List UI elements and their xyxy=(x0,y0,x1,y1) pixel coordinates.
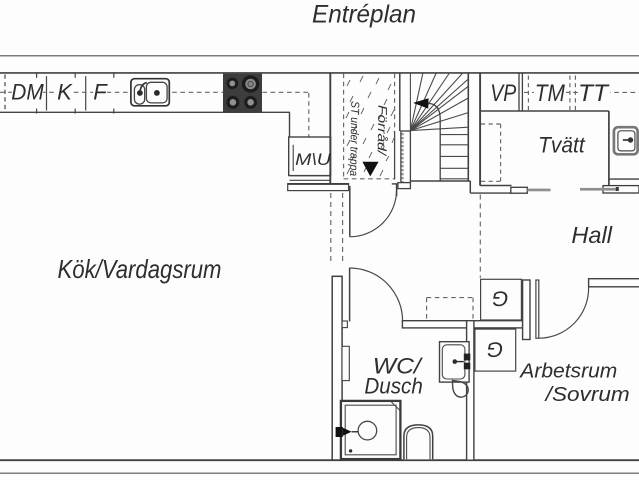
svg-text:DM: DM xyxy=(11,80,44,105)
svg-text:Arbetsrum: Arbetsrum xyxy=(519,361,617,383)
svg-text:Dusch: Dusch xyxy=(364,373,423,398)
svg-text:G: G xyxy=(486,337,503,361)
svg-text:TT: TT xyxy=(578,80,610,107)
svg-text:ST under trappa: ST under trappa xyxy=(347,101,360,176)
svg-text:VP: VP xyxy=(490,80,516,107)
svg-text:/Sovrum: /Sovrum xyxy=(543,383,629,406)
svg-text:Entréplan: Entréplan xyxy=(312,0,416,28)
svg-text:K: K xyxy=(57,79,73,104)
svg-text:Hall: Hall xyxy=(571,222,612,248)
svg-text:TM: TM xyxy=(535,80,565,107)
svg-text:F: F xyxy=(93,79,108,104)
svg-text:Tvätt: Tvätt xyxy=(538,132,585,157)
svg-text:Förråd/: Förråd/ xyxy=(375,105,390,157)
svg-text:G: G xyxy=(492,286,509,310)
svg-text:Kök/Vardagsrum: Kök/Vardagsrum xyxy=(58,254,222,284)
svg-text:WC/: WC/ xyxy=(373,354,423,379)
svg-text:M\U: M\U xyxy=(295,150,332,169)
